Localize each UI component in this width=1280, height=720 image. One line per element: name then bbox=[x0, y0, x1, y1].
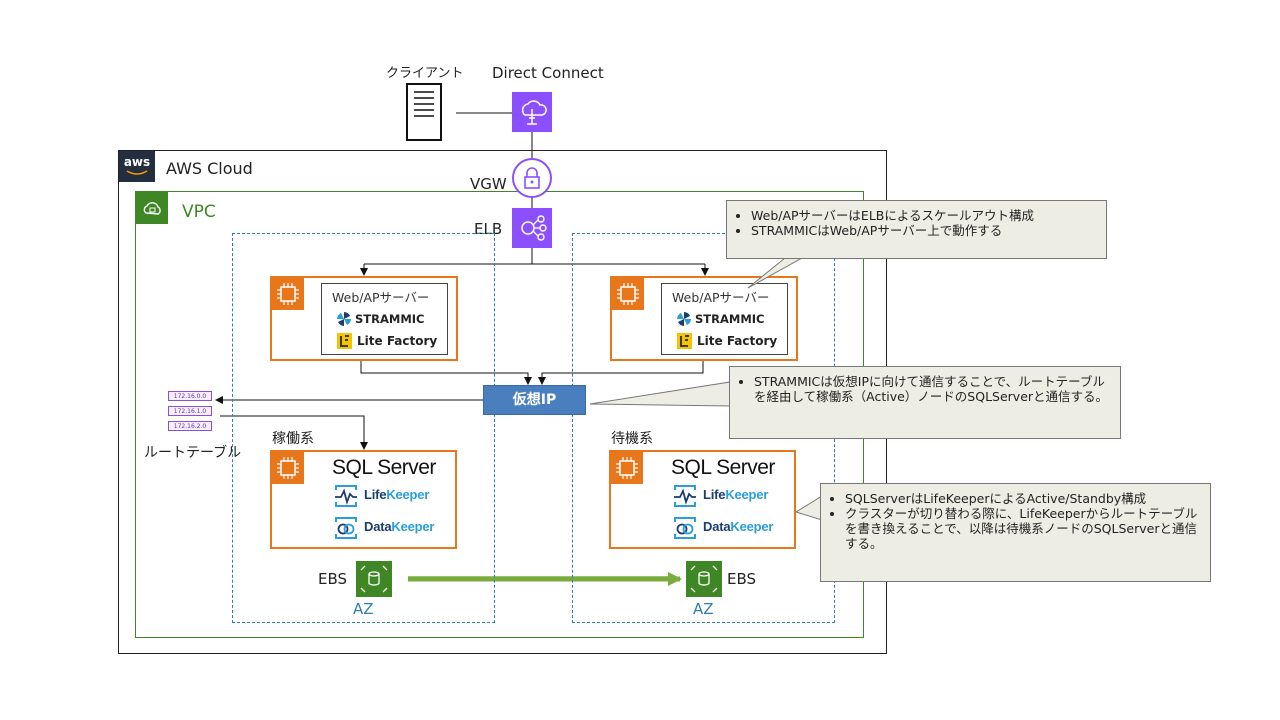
lifekeeper-logo-icon bbox=[674, 485, 696, 507]
datakeeper-logo-icon bbox=[335, 517, 357, 539]
elb-icon bbox=[512, 208, 552, 248]
datakeeper-logo-text-a: Data bbox=[703, 519, 731, 534]
callout-top-item: STRAMMICはWeb/APサーバー上で動作する bbox=[751, 223, 1096, 238]
web-server-title: Web/APサーバー bbox=[332, 290, 430, 305]
ec2-chip-icon bbox=[272, 452, 304, 484]
route-table-row: 172.16.2.0 bbox=[168, 421, 212, 431]
ebs-right-label: EBS bbox=[727, 570, 757, 588]
callout-middle: STRAMMICは仮想IPに向けて通信することで、ルートテーブルを経由して稼働系… bbox=[729, 366, 1121, 439]
callout-bottom-item: クラスターが切り替わる際に、LifeKeeperからルートテーブルを書き換えるこ… bbox=[845, 506, 1200, 551]
datakeeper-logo-text: DataKeeper bbox=[364, 519, 434, 534]
sql-server-left: SQL Server LifeKeeper DataKeeper bbox=[270, 450, 457, 549]
az-left-group bbox=[232, 233, 495, 623]
lifekeeper-logo-icon bbox=[335, 485, 357, 507]
aws-logo-text: aws bbox=[123, 155, 151, 169]
web-server-right: Web/APサーバー STRAMMIC Lite Factory bbox=[610, 276, 798, 361]
az-left-label: AZ bbox=[353, 600, 374, 618]
ebs-left-label: EBS bbox=[318, 570, 348, 588]
aws-cloud-label: AWS Cloud bbox=[166, 159, 253, 178]
standby-label: 待機系 bbox=[611, 431, 653, 447]
ec2-chip-icon bbox=[612, 278, 644, 310]
virtual-ip-label: 仮想IP bbox=[512, 392, 557, 408]
az-right-label: AZ bbox=[693, 600, 714, 618]
active-label: 稼働系 bbox=[272, 431, 314, 447]
direct-connect-label: Direct Connect bbox=[492, 64, 604, 82]
lifekeeper-logo-text: LifeKeeper bbox=[703, 487, 768, 502]
lifekeeper-logo-text-b: Keeper bbox=[725, 487, 769, 502]
vgw-icon bbox=[512, 158, 552, 198]
lifekeeper-logo-text-a: Life bbox=[364, 487, 387, 502]
ec2-chip-icon bbox=[611, 452, 643, 484]
route-table-row: 172.16.1.0 bbox=[168, 406, 212, 416]
callout-top: Web/APサーバーはELBによるスケールアウト構成 STRAMMICはWeb/… bbox=[726, 200, 1107, 259]
callout-bottom: SQLServerはLifeKeeperによるActive/Standby構成 … bbox=[820, 483, 1211, 582]
ec2-chip-icon bbox=[272, 278, 304, 310]
lifekeeper-logo-text-a: Life bbox=[703, 487, 726, 502]
web-server-right-panel: Web/APサーバー STRAMMIC Lite Factory bbox=[661, 283, 788, 355]
client-label: クライアント bbox=[386, 66, 464, 81]
route-table-row: 172.16.0.0 bbox=[168, 391, 212, 401]
datakeeper-logo-text-b: Keeper bbox=[391, 519, 435, 534]
callout-middle-item: STRAMMICは仮想IPに向けて通信することで、ルートテーブルを経由して稼働系… bbox=[754, 374, 1110, 404]
sql-server-title: SQL Server bbox=[332, 456, 436, 479]
litefactory-logo-text: Lite Factory bbox=[697, 334, 778, 348]
route-table-label: ルートテーブル bbox=[144, 445, 242, 461]
litefactory-logo-icon bbox=[337, 333, 352, 349]
litefactory-logo-text: Lite Factory bbox=[357, 334, 438, 348]
datakeeper-logo-text-b: Keeper bbox=[730, 519, 774, 534]
callout-top-item: Web/APサーバーはELBによるスケールアウト構成 bbox=[751, 208, 1096, 223]
web-server-left: Web/APサーバー STRAMMIC Lite Factory bbox=[270, 276, 458, 361]
aws-smile-icon bbox=[126, 170, 148, 175]
sql-server-right: SQL Server LifeKeeper DataKeeper bbox=[609, 450, 796, 549]
lifekeeper-logo-text-b: Keeper bbox=[386, 487, 430, 502]
datakeeper-logo-text: DataKeeper bbox=[703, 519, 773, 534]
strammic-logo-icon bbox=[337, 312, 351, 326]
litefactory-logo-icon bbox=[677, 333, 692, 349]
ebs-left-icon bbox=[356, 561, 392, 597]
lifekeeper-logo-text: LifeKeeper bbox=[364, 487, 429, 502]
vgw-label: VGW bbox=[470, 175, 507, 193]
datakeeper-logo-icon bbox=[674, 517, 696, 539]
strammic-logo-icon bbox=[677, 312, 691, 326]
web-server-left-panel: Web/APサーバー STRAMMIC Lite Factory bbox=[321, 283, 448, 355]
vpc-icon bbox=[136, 192, 168, 224]
datakeeper-logo-text-a: Data bbox=[364, 519, 392, 534]
virtual-ip-box: 仮想IP bbox=[483, 385, 586, 415]
vpc-label: VPC bbox=[182, 202, 216, 222]
sql-server-title: SQL Server bbox=[671, 456, 775, 479]
strammic-logo-text: STRAMMIC bbox=[695, 312, 765, 326]
client-server-icon bbox=[406, 83, 442, 141]
ebs-right-icon bbox=[686, 561, 722, 597]
web-server-title: Web/APサーバー bbox=[672, 290, 770, 305]
callout-bottom-item: SQLServerはLifeKeeperによるActive/Standby構成 bbox=[845, 491, 1200, 506]
aws-logo: aws bbox=[119, 151, 155, 182]
direct-connect-icon bbox=[512, 92, 552, 132]
strammic-logo-text: STRAMMIC bbox=[355, 312, 425, 326]
